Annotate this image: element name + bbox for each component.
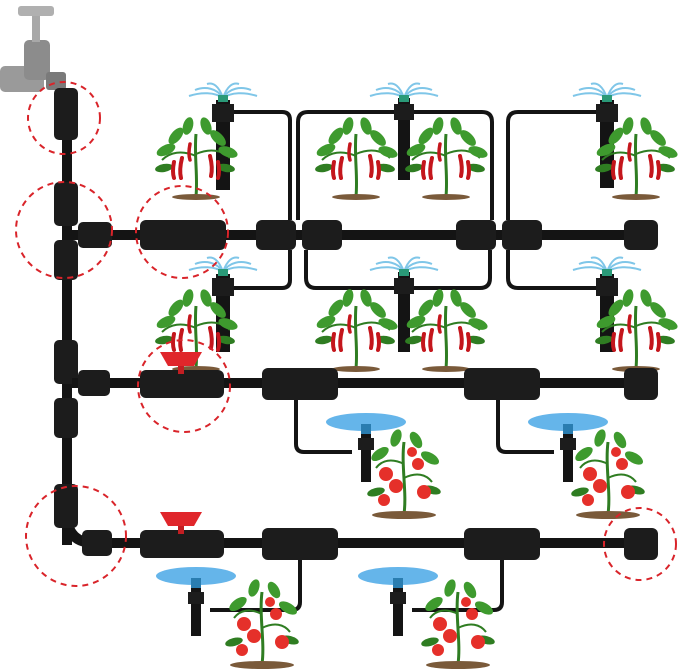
tee-connector — [256, 220, 296, 250]
highlight-circles — [15, 81, 677, 587]
valve-icon[interactable] — [160, 512, 202, 534]
tomato-plant-icon — [418, 576, 498, 671]
tee-connector — [54, 340, 78, 384]
tomato-plant-icon — [222, 576, 302, 671]
end-cap — [624, 220, 658, 250]
valve-body — [140, 530, 224, 558]
dripper-icon — [358, 567, 438, 636]
elbow-connector — [54, 484, 78, 528]
highlight-elbow — [25, 485, 127, 587]
valve-icon[interactable] — [160, 352, 202, 374]
sprinkler-icon — [572, 256, 642, 352]
coupler — [78, 222, 112, 248]
tee-connector — [54, 240, 78, 280]
tee-connector — [54, 182, 78, 226]
pepper-plant-icon — [312, 285, 402, 374]
highlight-faucet-adapter — [27, 81, 101, 155]
tomato-plant-icon — [568, 426, 648, 521]
dripper-icon — [326, 413, 406, 482]
highlight-end-cap — [603, 507, 677, 581]
tomato-plant-icon — [364, 426, 444, 521]
highlight-coupler — [135, 185, 229, 279]
tee-connector — [302, 220, 342, 250]
pepper-plant-icon — [312, 113, 402, 202]
tee-connector — [464, 528, 540, 560]
tee-connector — [262, 368, 338, 400]
tee-connector — [464, 368, 540, 400]
coupler — [78, 370, 110, 396]
pepper-plant-icon — [402, 285, 492, 374]
coupler — [140, 220, 226, 250]
tee-connector — [502, 220, 542, 250]
tee-connector — [54, 398, 78, 438]
valve-body — [140, 370, 224, 398]
pepper-plant-icon — [402, 113, 492, 202]
highlight-valve — [137, 339, 231, 433]
branch-pipe-2 — [72, 378, 652, 388]
highlight-tee-connector — [15, 181, 113, 279]
branch-pipe-3 — [90, 538, 652, 548]
faucet-icon — [0, 6, 66, 92]
tee-connector — [456, 220, 496, 250]
branch-pipe-1 — [72, 230, 652, 240]
dripper-icon — [156, 567, 236, 636]
end-cap — [624, 368, 658, 400]
sprinkler-icon — [572, 82, 642, 188]
sprinkler-icon — [369, 256, 439, 352]
drip-tubes-middle — [294, 400, 554, 454]
tee-connector — [262, 528, 338, 560]
riser-tubes-upper — [232, 110, 602, 290]
main-supply-pipe — [62, 90, 72, 545]
end-cap — [624, 528, 658, 560]
elbow-fitting — [82, 530, 112, 556]
sprinkler-icon — [369, 82, 439, 180]
faucet-adapter — [54, 88, 78, 140]
